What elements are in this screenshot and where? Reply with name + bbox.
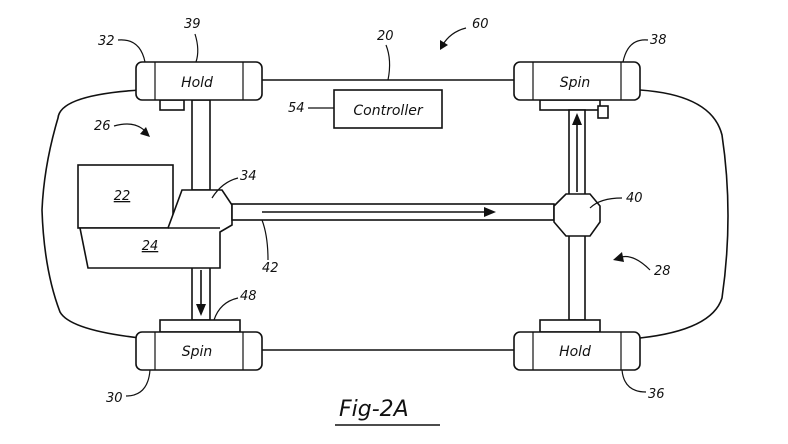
engine-block: 22 [77,164,174,229]
transmission-block: 24 [79,189,233,269]
ref-34: 34 [240,169,257,184]
driveshaft-arrowhead [484,207,496,217]
ref-60-group: 60 [440,17,489,50]
ref-26: 26 [94,119,111,134]
torque-arrow-rear-axle [572,113,582,192]
wheel-front-left-label: Hold [181,75,213,91]
controller-label: Controller [353,103,423,119]
ref-30: 30 [106,391,123,406]
vehicle-body [41,79,729,351]
ref-32-group: 32 [98,34,146,63]
ref-39: 39 [184,17,201,32]
wheel-front-right: Spin [513,61,641,101]
ref-39-group: 39 [184,17,201,63]
ref-54: 54 [288,101,305,116]
ref-60: 60 [472,17,489,32]
wheel-rear-right: Hold [513,331,641,371]
ref-36-group: 36 [621,369,665,402]
ref-42-group: 42 [261,219,279,276]
ref-22: 22 [114,189,131,204]
driveshaft [231,203,555,221]
wheel-rear-left-label: Spin [182,344,213,360]
caption-text: Fig-2A [339,397,409,422]
ref-40-group: 40 [589,191,643,209]
wheel-front-right-label: Spin [560,75,591,91]
ref-24: 24 [142,239,159,254]
ref-36: 36 [648,387,665,402]
ref-48-group: 48 [213,289,257,321]
torque-arrow-front-axle [196,270,206,316]
ref-28-group: 28 [613,252,671,279]
ref-38: 38 [650,33,667,48]
ref-26-group: 26 [94,119,150,137]
ref-48: 48 [240,289,257,304]
ref-38-group: 38 [622,33,667,63]
ref-20-group: 20 [377,29,394,81]
rear-differential [553,193,601,237]
wheel-front-left: Hold [135,61,263,101]
ref-20: 20 [377,29,394,44]
ref-30-group: 30 [106,369,151,406]
controller-box: Controller [333,89,443,129]
wheel-rear-right-label: Hold [559,344,591,360]
ref-28: 28 [654,264,671,279]
wheel-rear-left: Spin [135,331,263,371]
ref-40: 40 [626,191,643,206]
ref-42: 42 [262,261,279,276]
figure-caption: Fig-2A [335,397,440,426]
ref-32: 32 [98,34,115,49]
ref-34-group: 34 [211,169,257,199]
ref-54-group: 54 [288,101,334,116]
